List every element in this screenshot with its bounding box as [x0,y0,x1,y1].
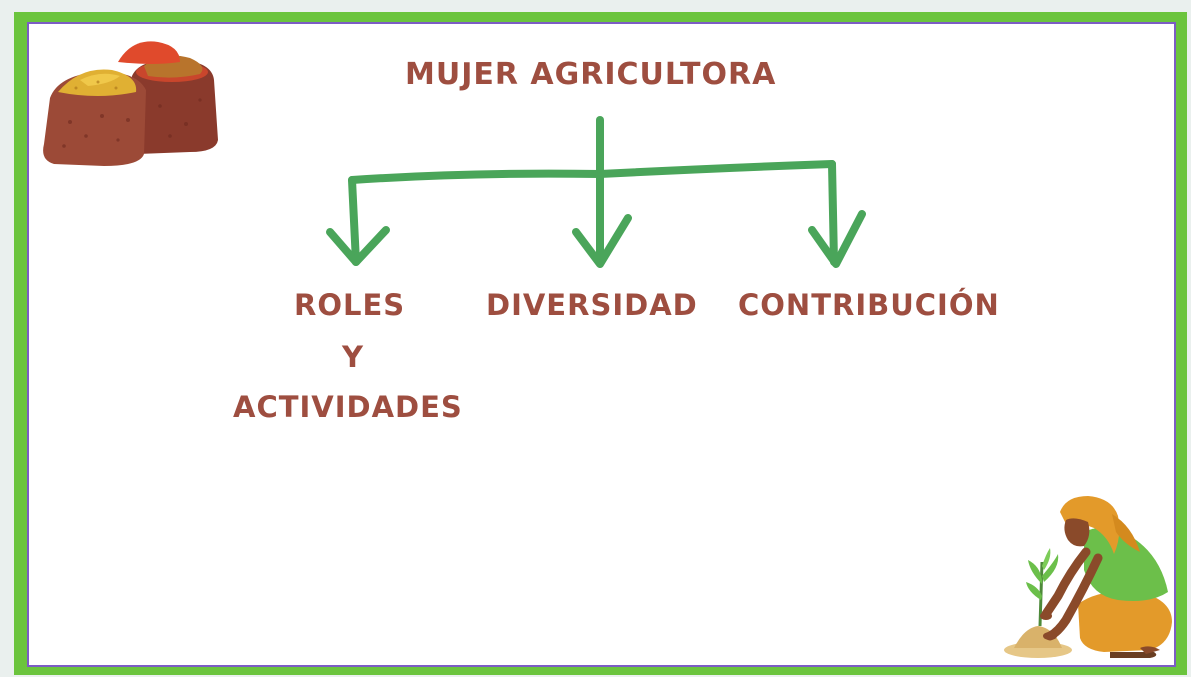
arrowhead-contribucion [808,210,866,268]
branch-diversidad-label: DIVERSIDAD [486,288,698,322]
connector-roles [348,176,360,266]
branch-roles-line-1: ROLES [294,288,406,322]
connector-contribucion [828,160,838,266]
farmer-woman-planting-icon [1004,496,1172,658]
horizontal-connector [348,160,836,184]
spice-sacks-icon [43,41,218,166]
branch-roles-line-3: ACTIVIDADES [233,390,463,424]
diagram-root-title: MUJER AGRICULTORA [405,57,777,92]
branch-contribucion-label: CONTRIBUCIÓN [738,288,1000,322]
arrowhead-roles [326,226,390,266]
branch-roles-line-2: Y [342,340,364,374]
arrowhead-diversidad [572,214,632,268]
